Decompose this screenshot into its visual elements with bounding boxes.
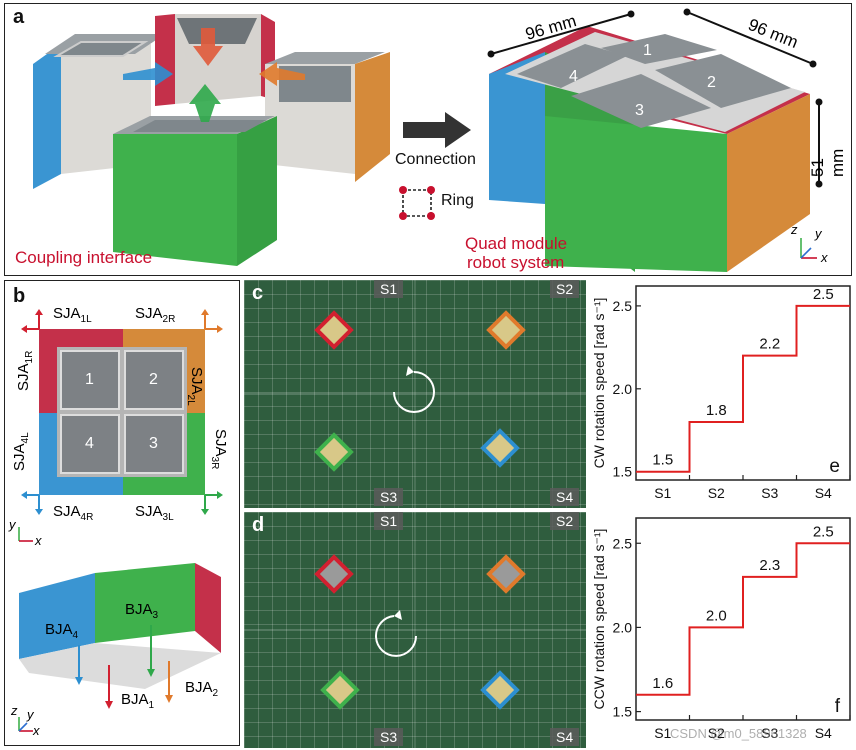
c-stage-s1: S1 <box>374 280 404 298</box>
y-tick-label: 2.0 <box>613 381 633 397</box>
data-label: 2.3 <box>759 557 780 574</box>
quad-label-line1: Quad module <box>465 234 568 253</box>
axis-b-y: y <box>9 517 16 532</box>
chart-panel-label: e <box>829 456 840 477</box>
quad-label-line2: robot system <box>467 253 565 272</box>
connection-arrow <box>403 112 471 148</box>
x-tick-label: S3 <box>761 485 778 501</box>
x-tick-label: S2 <box>708 485 725 501</box>
d-stage-s2: S2 <box>550 512 580 530</box>
sja-1r-label: SJA1R <box>15 350 35 391</box>
axis-b-x: x <box>35 533 42 548</box>
x-tick-label: S1 <box>654 485 671 501</box>
panel-c-label: c <box>252 282 264 304</box>
sja-4l-label: SJA4L <box>11 432 31 471</box>
step-series-line <box>636 542 850 696</box>
ring-icon <box>399 186 435 220</box>
data-label: 2.5 <box>813 523 834 540</box>
axes-a <box>800 238 817 259</box>
axis-a-x: x <box>821 250 828 265</box>
bja-4-label: BJA4 <box>45 621 79 641</box>
module-label-2: 2 <box>707 74 716 91</box>
panel-b-topview <box>18 309 223 732</box>
x-tick-label: S4 <box>815 725 832 741</box>
data-label: 1.8 <box>706 402 727 419</box>
x-tick-label: S4 <box>815 485 832 501</box>
connection-label: Connection <box>395 151 476 168</box>
panel-b-label: b <box>13 285 26 307</box>
data-label: 1.6 <box>652 675 673 692</box>
b-module-1: 1 <box>85 371 94 388</box>
chart-f: 1.5 2.0 2.5S1 1.6S2 2.0S3 2.3S4 2.5 CCW rotatio… <box>591 517 851 741</box>
y-tick-label: 2.5 <box>613 298 633 314</box>
y-axis-label: CW rotation speed [rad s⁻¹] <box>591 298 607 469</box>
data-label: 1.5 <box>652 452 673 469</box>
panel-d-photo: d S1 S2 S3 S4 <box>244 512 586 748</box>
b-module-4: 4 <box>85 435 94 452</box>
y-tick-label: 1.5 <box>613 464 633 480</box>
red-module <box>155 14 275 106</box>
axis-a-z: z <box>791 222 798 237</box>
y-axis-label: CCW rotation speed [rad s⁻¹] <box>591 529 607 710</box>
watermark: CSDN @m0_58961328 <box>670 726 807 741</box>
panel-d-label: d <box>252 514 265 536</box>
bottom-view <box>19 563 221 709</box>
module-label-4: 4 <box>569 68 578 85</box>
x-tick-label: S2 <box>708 725 725 741</box>
y-tick-label: 1.5 <box>613 704 633 720</box>
d-stage-s4: S4 <box>550 728 580 746</box>
sja-1l-label: SJA1L <box>53 305 92 325</box>
sja-3l-label: SJA3L <box>135 503 174 523</box>
b-module-3: 3 <box>149 435 158 452</box>
dim-label-3: 51 mm <box>808 148 847 177</box>
panel-c-robots <box>244 280 586 508</box>
c-stage-s2: S2 <box>550 280 580 298</box>
c-stage-s4: S4 <box>550 488 580 506</box>
panel-a-label: a <box>13 6 25 28</box>
sja-2r-label: SJA2R <box>135 305 176 325</box>
y-tick-label: 2.0 <box>613 619 633 635</box>
orange-module <box>265 52 390 182</box>
panel-a-illustration <box>33 8 823 272</box>
coupling-interface-label: Coupling interface <box>15 248 153 267</box>
x-tick-label: S3 <box>761 725 778 741</box>
panel-d-robots <box>244 512 586 748</box>
axis-b3-x: x <box>33 723 40 738</box>
sja-4r-label: SJA4R <box>53 503 94 523</box>
d-stage-s3: S3 <box>374 728 404 746</box>
data-label: 2.5 <box>813 286 834 303</box>
x-tick-label: S1 <box>654 725 671 741</box>
step-series-line <box>636 304 850 473</box>
bja-2-label: BJA2 <box>185 679 219 699</box>
axis-b3-z: z <box>11 703 18 718</box>
bja-1-label: BJA1 <box>121 691 155 711</box>
panel-a: a <box>4 3 852 276</box>
panel-c-photo: c S1 S2 S3 S4 <box>244 280 586 508</box>
d-stage-s1: S1 <box>374 512 404 530</box>
axis-a-y: y <box>815 226 822 241</box>
module-label-3: 3 <box>635 102 644 119</box>
bja-3-label: BJA3 <box>125 601 159 621</box>
green-module <box>113 116 277 266</box>
sja-3r-label: SJA3R <box>209 429 229 470</box>
b-module-2: 2 <box>149 371 158 388</box>
panel-b: b <box>4 280 240 746</box>
axis-b3-y: y <box>27 707 34 722</box>
y-tick-label: 2.5 <box>613 535 633 551</box>
chart-panel-label: f <box>835 696 841 717</box>
sja-2l-label: SJA2L <box>185 367 205 406</box>
c-stage-s3: S3 <box>374 488 404 506</box>
module-label-1: 1 <box>643 42 652 59</box>
data-label: 2.0 <box>706 607 727 624</box>
data-label: 2.2 <box>759 336 780 353</box>
chart-e: 1.5 2.0 2.5S1 1.5S2 1.8S3 2.2S4 2.5 CW rotation… <box>591 285 851 501</box>
ring-label: Ring <box>441 192 474 209</box>
quad-assembly <box>489 26 810 272</box>
